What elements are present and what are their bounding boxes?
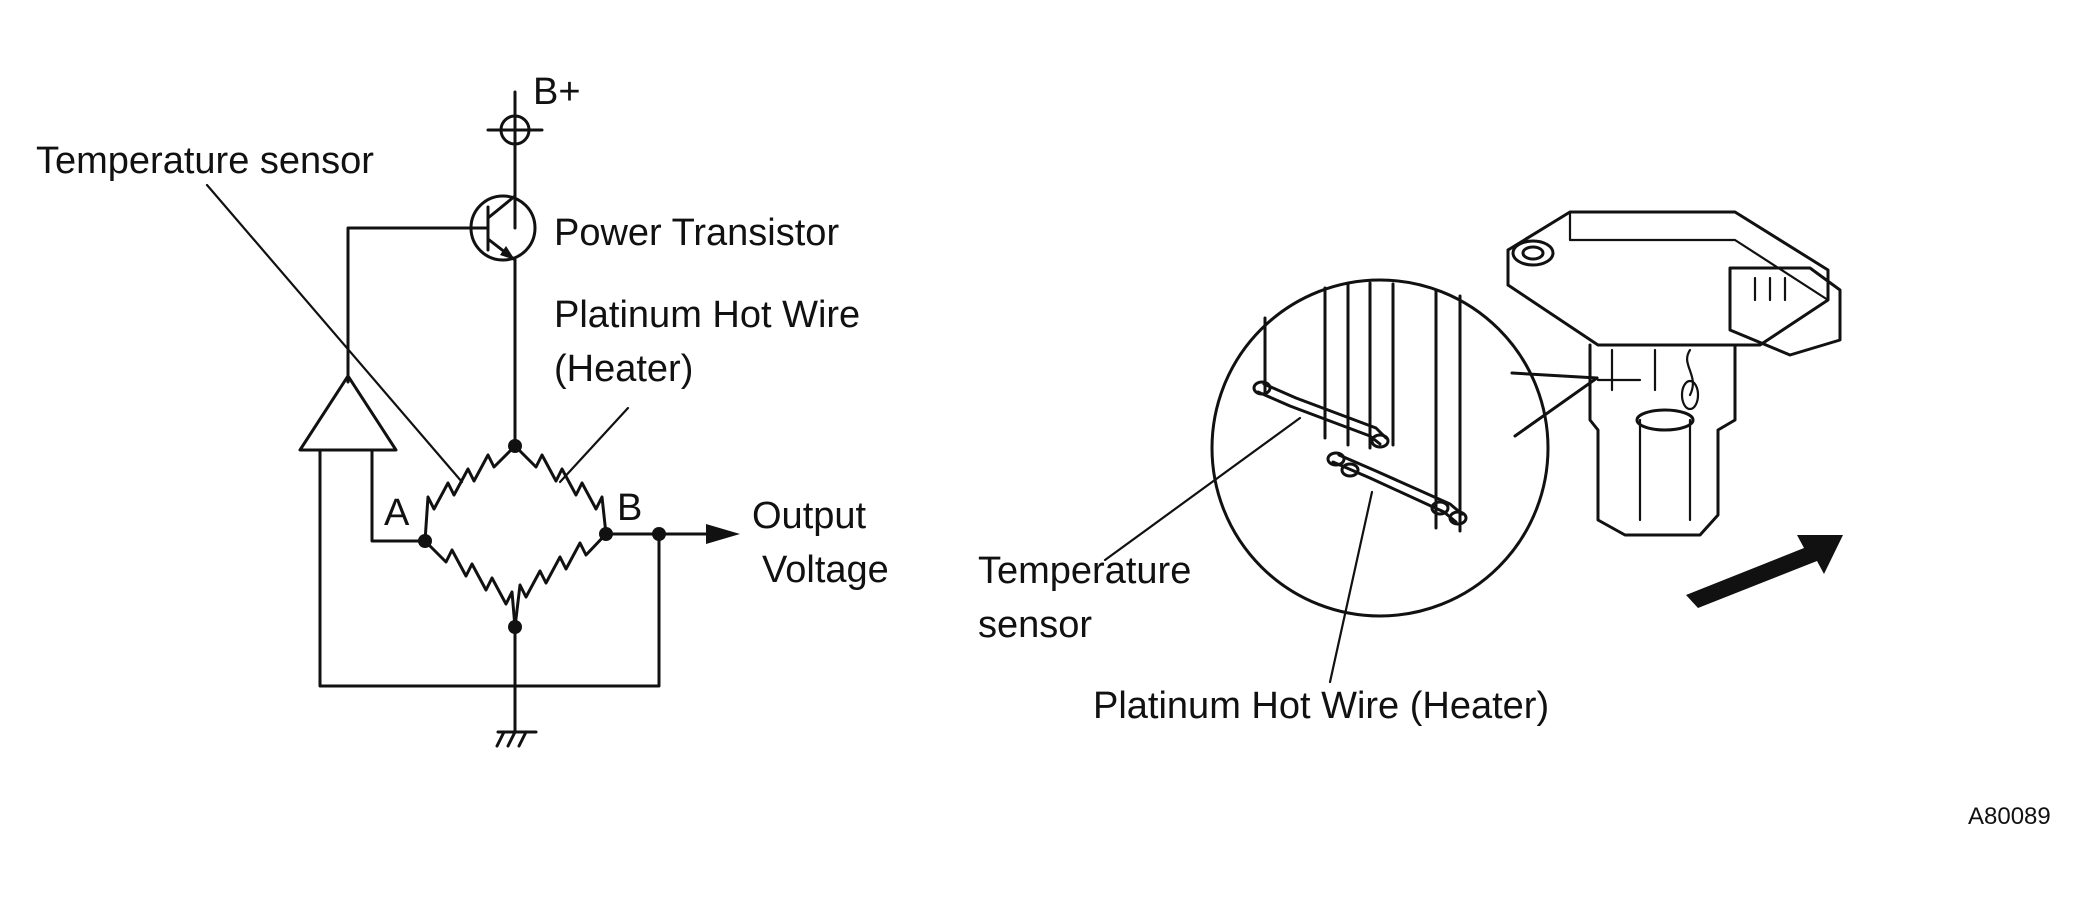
transistor-label: Power Transistor [554,212,839,254]
supply-terminal-icon [486,90,544,230]
node-a-label: A [384,492,410,534]
supply-label: B+ [533,71,581,113]
sensor-temp-leader-line [1103,416,1302,562]
ground-icon [495,730,538,748]
hot-wire-leader-line [558,406,630,484]
sensor-illustration: Temperature sensor Platinum Hot Wire (He… [978,210,1843,727]
sensor-hotwire-leader-line [1328,490,1374,684]
node-b-label: B [617,487,642,529]
output-label-line-2: Voltage [762,549,889,591]
airflow-arrow-icon [1686,535,1843,608]
output-label-line-1: Output [752,495,867,537]
bridge-top-node [508,439,522,453]
sensor-housing-icon [1506,210,1842,537]
temp-sensor-leader-line [205,183,464,484]
sensor-hotwire-label: Platinum Hot Wire (Heater) [1093,685,1549,727]
op-amp-icon [298,374,398,452]
bottom-left-resistor-icon [423,539,517,629]
hot-wire-resistor-icon [513,444,608,536]
hot-wire-label-line-2: (Heater) [554,348,693,390]
hot-wire-label-line-1: Platinum Hot Wire [554,294,860,336]
base-wire [346,226,490,384]
feedback-wire-b [318,448,661,688]
bridge-circuit: B+ Power Transistor [36,71,889,748]
feedback-wire-a [370,448,427,543]
temp-sensor-resistor-icon [423,444,517,543]
figure-id: A80089 [1968,803,2051,830]
sensor-temp-label-line-2: sensor [978,604,1092,646]
magnified-detail-icon [1210,278,1550,618]
sensor-temp-label-line-1: Temperature [978,550,1191,592]
bottom-right-resistor-icon [513,532,608,629]
magnifier-leader-bottom [1513,376,1599,438]
bridge-resistors [423,444,608,629]
magnifier-leader-top [1510,371,1599,380]
temp-sensor-label: Temperature sensor [36,140,374,182]
output-arrow-icon [706,524,740,544]
node-a [418,534,432,548]
